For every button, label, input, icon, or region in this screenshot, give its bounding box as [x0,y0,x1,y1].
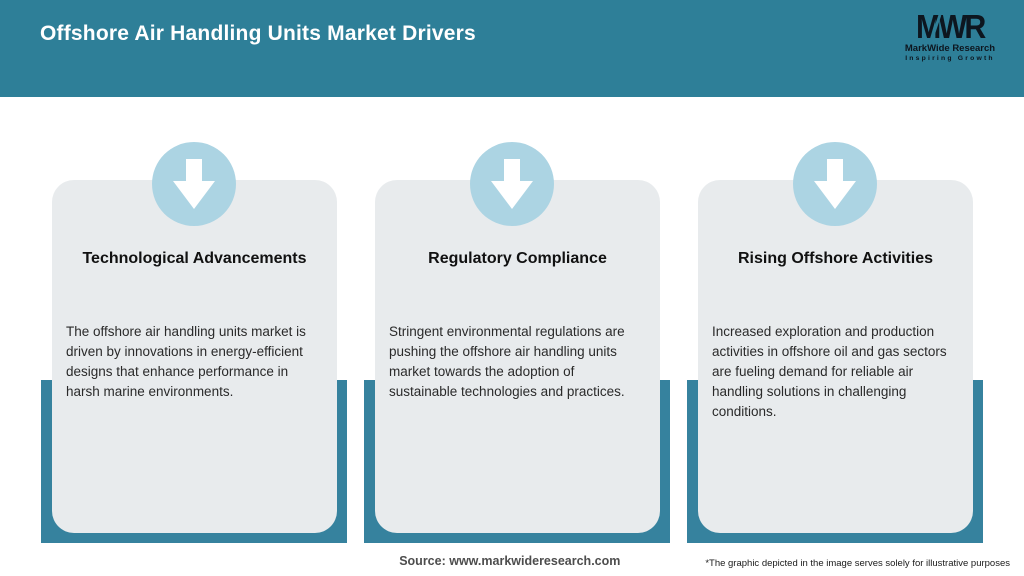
logo: MWR MarkWide Research Inspiring Growth [900,8,1000,63]
driver-card-rising-offshore-activities: Rising Offshore Activities Increased exp… [698,180,973,533]
logo-name: MarkWide Research [904,43,996,54]
header-bar: Offshore Air Handling Units Market Drive… [0,0,1024,97]
card-body: The offshore air handling units market i… [66,324,306,399]
arrow-badge [470,142,554,226]
card-body: Increased exploration and production act… [712,324,947,419]
arrow-down-icon [814,159,856,209]
arrow-badge [152,142,236,226]
disclaimer-text: *The graphic depicted in the image serve… [705,558,1010,569]
driver-card-regulatory-compliance: Regulatory Compliance Stringent environm… [375,180,660,533]
logo-tagline: Inspiring Growth [905,55,995,62]
card-body: Stringent environmental regulations are … [389,324,625,399]
driver-card-technological-advancements: Technological Advancements The offshore … [52,180,337,533]
logo-monogram: MWR [916,8,986,45]
page-title: Offshore Air Handling Units Market Drive… [40,22,476,45]
card-title: Technological Advancements [82,250,307,267]
arrow-down-icon [491,159,533,209]
card-title: Rising Offshore Activities [738,250,933,267]
arrow-down-icon [173,159,215,209]
arrow-badge [793,142,877,226]
source-text: Source: www.markwideresearch.com [399,554,621,568]
card-title: Regulatory Compliance [428,250,607,267]
